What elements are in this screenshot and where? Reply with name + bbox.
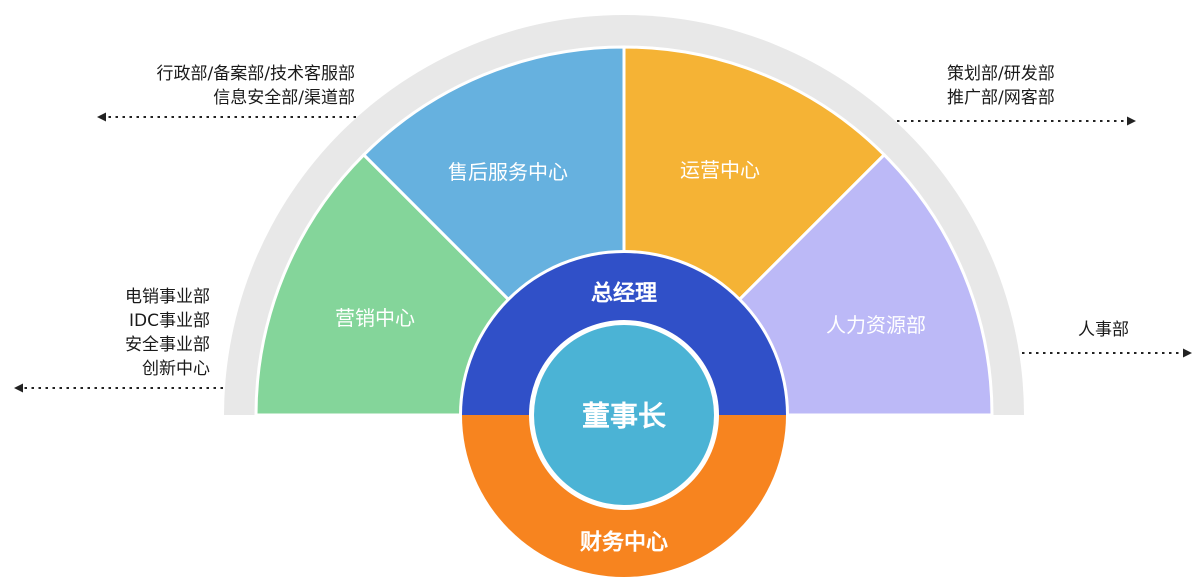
chairman-label: 董事长 (582, 400, 666, 433)
branch-top-left-line-1: 行政部/备案部/技术客服部 (157, 64, 355, 84)
arrow-left-icon (97, 112, 106, 122)
branch-top-right-line-2: 推广部/网客部 (947, 88, 1055, 108)
branch-top-left: 行政部/备案部/技术客服部 信息安全部/渠道部 (97, 64, 356, 122)
branch-left-item: 创新中心 (142, 359, 210, 379)
arrow-right-icon (1183, 348, 1192, 358)
branch-right: 人事部 (1022, 320, 1192, 358)
segment-label-marketing: 营销中心 (335, 306, 415, 330)
arrow-left-icon (14, 383, 23, 393)
general-manager-label: 总经理 (591, 281, 657, 307)
branch-right-item: 人事部 (1078, 320, 1129, 340)
branch-top-left-line-2: 信息安全部/渠道部 (213, 88, 355, 108)
segment-label-hr: 人力资源部 (826, 313, 926, 337)
arrow-right-icon (1127, 116, 1136, 126)
segment-label-operations: 运营中心 (680, 158, 760, 182)
branch-left-item: 电销事业部 (125, 287, 210, 307)
chairman-circle (534, 325, 714, 505)
branch-top-right: 策划部/研发部 推广部/网客部 (897, 64, 1136, 126)
finance-center-label: 财务中心 (580, 531, 668, 556)
branch-top-right-line-1: 策划部/研发部 (947, 64, 1055, 84)
branch-left-item: IDC事业部 (129, 311, 210, 331)
segment-label-after-sales: 售后服务中心 (448, 160, 568, 184)
branch-left: 电销事业部 IDC事业部 安全事业部 创新中心 (14, 287, 223, 393)
branch-left-item: 安全事业部 (125, 335, 210, 355)
